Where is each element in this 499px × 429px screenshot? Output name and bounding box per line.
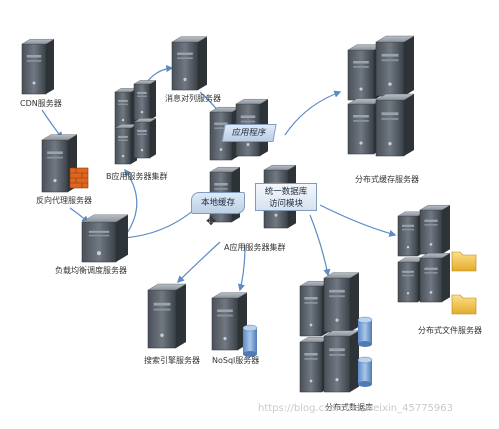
server-icon-cache	[375, 93, 415, 157]
server-icon-cluster-b	[133, 80, 157, 121]
firewall-icon	[69, 167, 89, 189]
database-cylinder-icon	[357, 316, 373, 347]
label-load-balancer-server: 负载均衡调度服务器	[55, 266, 127, 275]
server-icon-load-balancer	[81, 214, 129, 263]
server-group	[21, 35, 451, 393]
unified-db-access-label-line2: 访问模块	[268, 199, 303, 209]
local-cache-box: 本地缓存	[191, 192, 245, 214]
database-cylinder-icon	[242, 324, 258, 357]
label-distributed-database: 分布式数据库	[325, 403, 373, 412]
label-distributed-file-server: 分布式文件服务器	[418, 326, 482, 335]
server-icon-cdn	[21, 39, 55, 95]
server-icon-search	[147, 283, 187, 349]
label-nosql-server: NoSql服务器	[212, 356, 260, 365]
label-message-queue-server: 消息对列服务器	[165, 94, 221, 103]
arrow-a-to-search	[176, 241, 221, 284]
mouse-cursor-icon: ✥	[206, 214, 217, 228]
arrow-a-to-nosql	[237, 244, 246, 292]
watermark: https://blog.csdn.net/weixin_45775963	[258, 403, 454, 414]
label-reverse-proxy-server: 反向代理服务器	[36, 196, 92, 205]
server-icon-nosql	[211, 292, 248, 351]
server-icon-file	[419, 205, 451, 255]
application-box: 应用程序	[221, 124, 277, 142]
application-label: 应用程序	[231, 128, 267, 138]
arrow-a-to-file	[319, 204, 397, 237]
label-cluster-a: A应用服务器集群	[224, 243, 286, 252]
arrow-a-to-cache	[284, 90, 342, 136]
server-icon-db	[323, 330, 360, 393]
label-search-engine-server: 搜索引擎服务器	[144, 356, 200, 365]
label-distributed-cache-server: 分布式缓存服务器	[355, 175, 419, 184]
server-icon-message-queue	[171, 36, 208, 91]
label-cluster-b: B应用服务器集群	[106, 172, 168, 181]
database-cylinder-icon	[357, 356, 373, 387]
folder-icon	[451, 251, 477, 272]
server-icon-cluster-b	[133, 118, 157, 159]
arrow-a-to-db	[309, 214, 331, 277]
server-icon-db	[323, 272, 360, 333]
unified-db-access-label-line1: 统一数据库	[264, 187, 308, 197]
server-icon-file	[419, 253, 451, 303]
server-icon-cluster-b	[114, 124, 138, 165]
server-icon-cache	[375, 35, 415, 97]
arrow-cdn-to-proxy	[41, 109, 63, 140]
label-cdn-server: CDN服务器	[20, 99, 62, 108]
folder-icon	[451, 294, 477, 315]
unified-db-access-box: 统一数据库 访问模块	[255, 183, 317, 211]
local-cache-label: 本地缓存	[200, 198, 235, 208]
